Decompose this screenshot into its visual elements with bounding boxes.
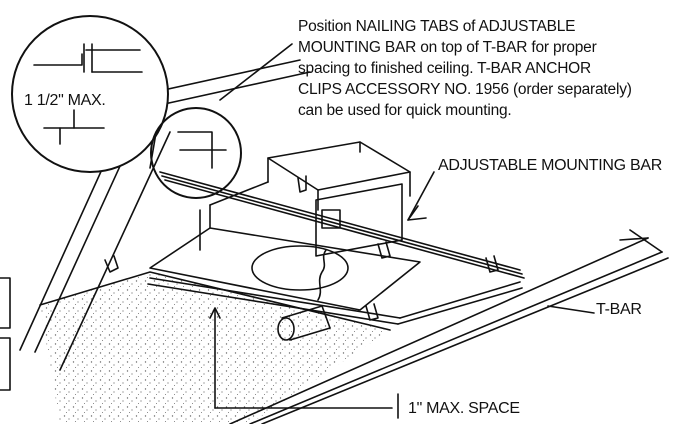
lower-mounting-bar — [147, 277, 523, 325]
instruction-line: can be used for quick mounting. — [298, 102, 512, 119]
instruction-note: Position NAILING TABS of ADJUSTABLE MOUN… — [298, 16, 632, 121]
adjustable-mounting-bar-label: ADJUSTABLE MOUNTING BAR — [438, 157, 662, 174]
instruction-line: CLIPS ACCESSORY NO. 1956 (order separate… — [298, 81, 632, 98]
detail-max-label: 1 1/2" MAX. — [24, 92, 106, 109]
t-bar-label: T-BAR — [596, 301, 642, 318]
instruction-line: MOUNTING BAR on top of T-BAR for proper — [298, 39, 597, 56]
max-space-dimension — [209, 307, 399, 419]
socket — [277, 249, 331, 341]
leader-lines — [219, 43, 595, 314]
adjustable-mounting-bar — [159, 171, 525, 279]
nailing-tabs — [104, 175, 499, 321]
right-t-bar — [229, 229, 669, 424]
junction-box — [267, 141, 411, 257]
edge-box-upper — [0, 277, 11, 329]
instruction-line: Position NAILING TABS of ADJUSTABLE — [298, 18, 576, 35]
max-space-label: 1" MAX. SPACE — [408, 400, 520, 417]
edge-box-lower — [0, 337, 11, 391]
instruction-line: spacing to finished ceiling. T-BAR ANCHO… — [298, 60, 592, 77]
detail-callout — [11, 15, 242, 199]
